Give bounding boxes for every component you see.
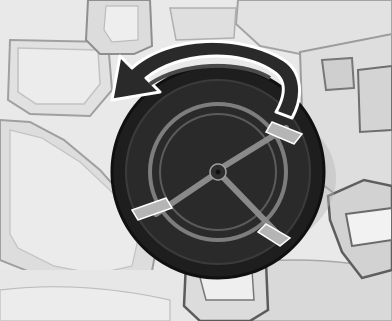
right-connector-side: [358, 66, 392, 132]
upper-center-panel: [170, 8, 236, 40]
lower-right-latch-lever: [346, 208, 392, 246]
right-connector-upper: [322, 58, 354, 90]
upper-left-bracket-inner: [18, 48, 100, 104]
cover-center-dot: [216, 170, 221, 175]
top-clip-inner: [104, 6, 138, 42]
